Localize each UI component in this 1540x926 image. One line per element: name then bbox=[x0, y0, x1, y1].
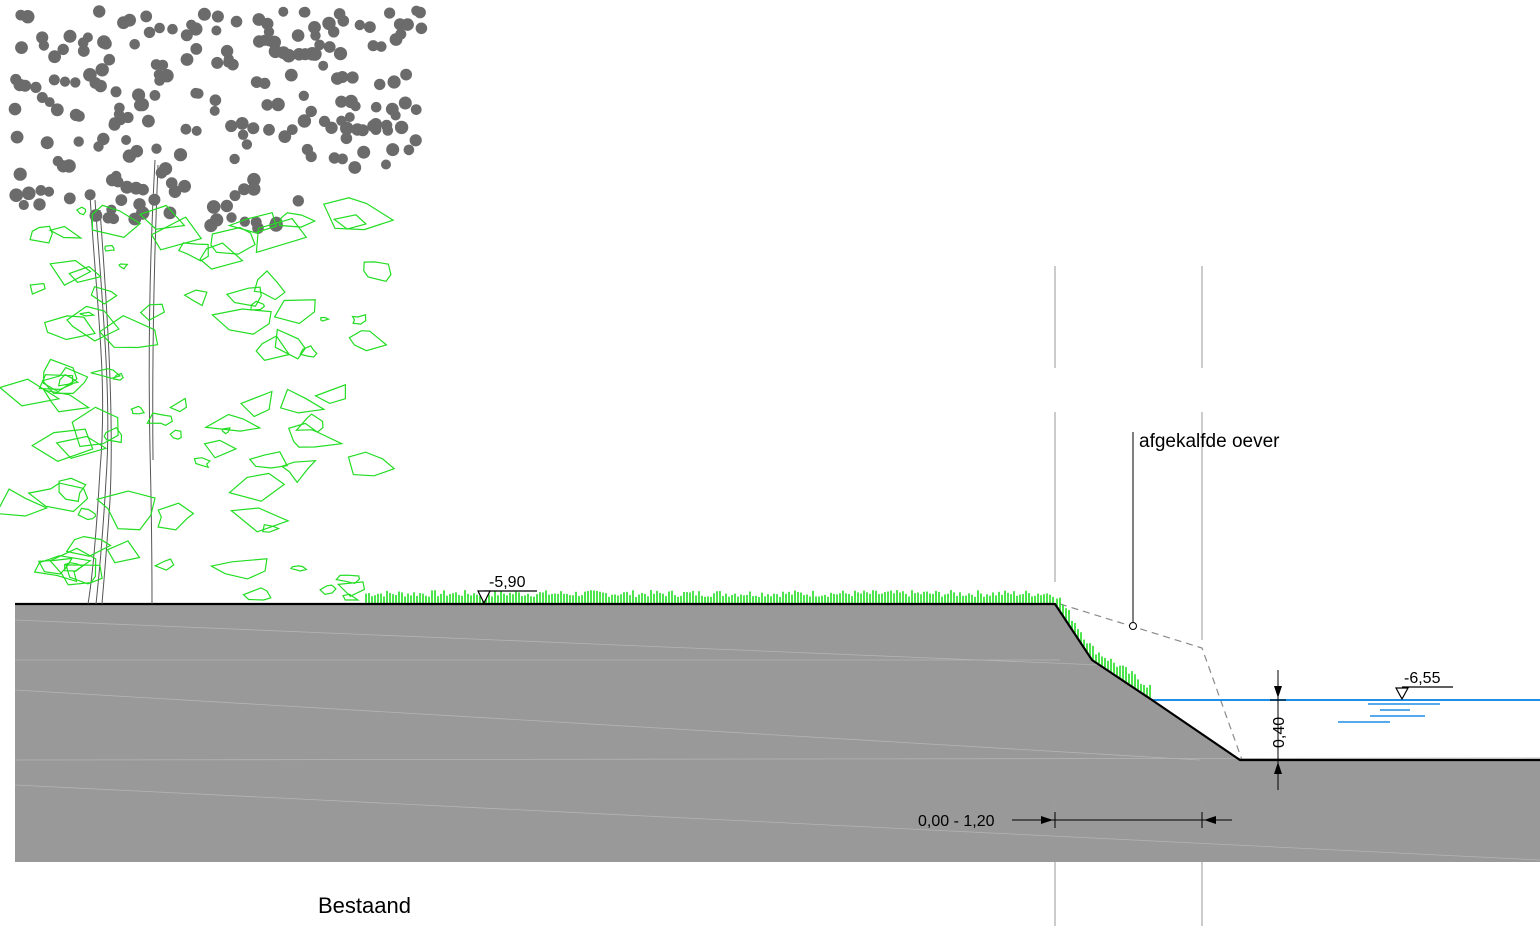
width-dimension bbox=[1012, 812, 1232, 828]
shrub-icon bbox=[0, 197, 396, 601]
terrain-profile-line bbox=[15, 602, 1540, 762]
depth-dimension bbox=[1270, 670, 1286, 790]
level-marker-bank: -5,90 bbox=[477, 574, 537, 605]
level-marker-water: -6,55 bbox=[1394, 670, 1453, 701]
annotation-label: afgekalfde oever bbox=[1139, 431, 1280, 452]
original-bank-dashed-line bbox=[1059, 603, 1243, 761]
water-waves-icon bbox=[1338, 703, 1440, 723]
level-label-water: -6,55 bbox=[1404, 670, 1441, 687]
annotation-leader: afgekalfde oever bbox=[1129, 431, 1280, 630]
level-marker-icon bbox=[1394, 687, 1410, 701]
ground-section bbox=[15, 604, 1540, 862]
tree-icon bbox=[87, 159, 159, 605]
arrow-icon bbox=[1274, 686, 1282, 698]
arrow-icon bbox=[1274, 762, 1282, 774]
tree-crown bbox=[8, 5, 428, 234]
drawing-title: Bestaand bbox=[318, 893, 411, 918]
arrow-icon bbox=[1041, 816, 1053, 824]
arrow-icon bbox=[1204, 816, 1216, 824]
depth-dimension-label: 0,40 bbox=[1271, 717, 1288, 748]
ground-layer-lines bbox=[14, 619, 1540, 861]
guide-lines bbox=[1054, 266, 1203, 926]
width-dimension-label: 0,00 - 1,20 bbox=[918, 813, 995, 830]
level-label-bank: -5,90 bbox=[489, 574, 526, 591]
level-marker-icon bbox=[477, 590, 491, 605]
grass-strip bbox=[365, 590, 1151, 698]
